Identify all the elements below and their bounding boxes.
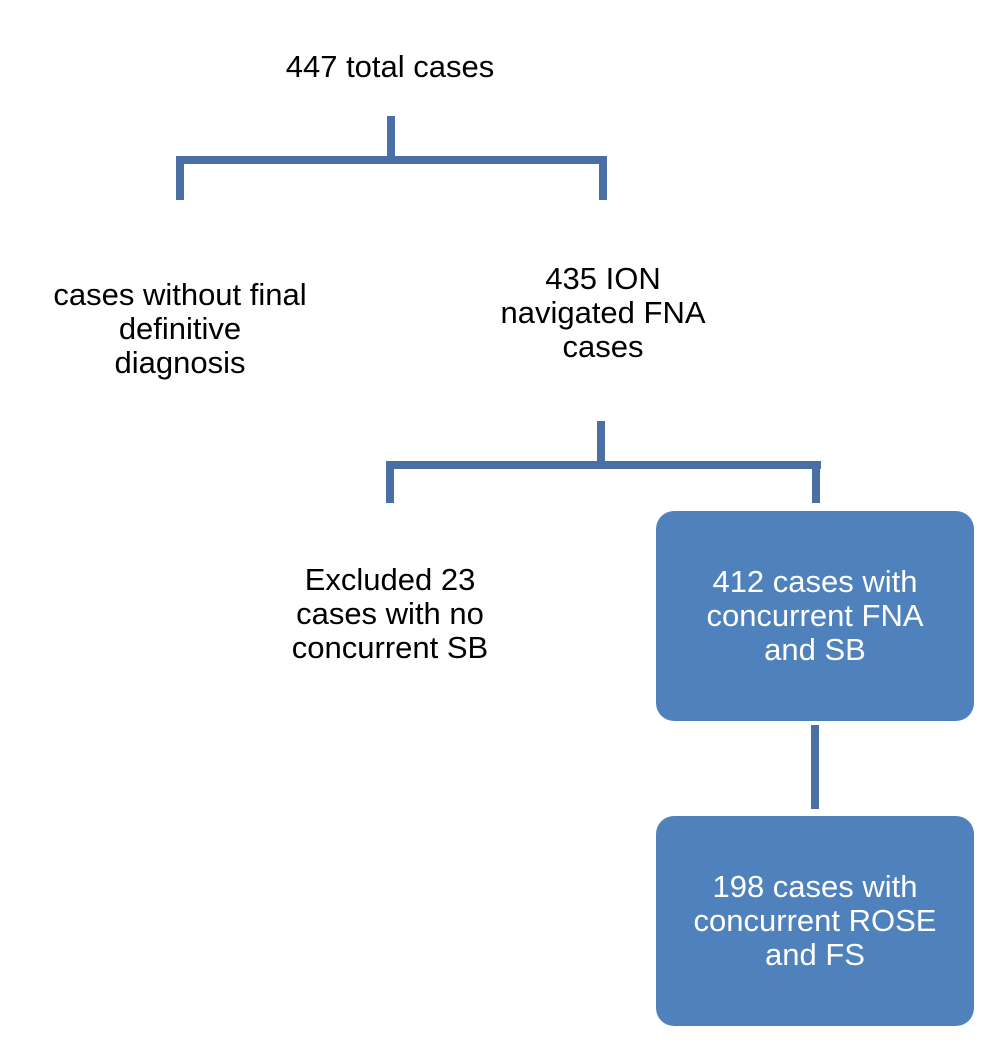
node-text: cases with no xyxy=(296,596,484,631)
node-text: 435 ION xyxy=(545,261,661,296)
node-text: definitive xyxy=(118,311,242,346)
node-concurrent-fna-sb: 412 cases with concurrent FNA and SB xyxy=(656,511,974,721)
connector-right-drop xyxy=(599,156,607,200)
connector-left-drop xyxy=(176,156,184,200)
node-text: navigated FNA xyxy=(500,295,706,330)
node-text: 447 total cases xyxy=(285,49,495,84)
node-text: and FS xyxy=(765,937,865,972)
node-text: 412 cases with xyxy=(712,564,918,599)
connector-fna-sb-to-rose-fs xyxy=(811,725,819,809)
node-ion-navigated: 435 ION navigated FNA cases xyxy=(443,262,763,364)
connector-root-bar xyxy=(176,156,607,164)
node-text: concurrent FNA xyxy=(706,598,924,633)
connector-ion-bar xyxy=(386,461,821,469)
node-text: 198 cases with xyxy=(712,869,918,904)
connector-excluded-drop xyxy=(386,461,394,503)
connector-fna-sb-drop xyxy=(812,461,820,503)
node-text: Excluded 23 xyxy=(304,562,476,597)
node-excluded: Excluded 23 cases with no concurrent SB xyxy=(230,563,550,665)
node-text: concurrent ROSE xyxy=(693,903,937,938)
connector-ion-stem xyxy=(597,421,605,463)
connector-root-stem xyxy=(387,116,395,158)
node-text: cases without final xyxy=(53,277,307,312)
node-text: cases xyxy=(562,329,644,364)
node-total-cases: 447 total cases xyxy=(230,50,550,84)
node-text: and SB xyxy=(764,632,866,667)
node-concurrent-rose-fs: 198 cases with concurrent ROSE and FS xyxy=(656,816,974,1026)
node-without-diagnosis: cases without final definitive diagnosis xyxy=(20,278,340,380)
node-text: concurrent SB xyxy=(291,630,489,665)
node-text: diagnosis xyxy=(114,345,246,380)
